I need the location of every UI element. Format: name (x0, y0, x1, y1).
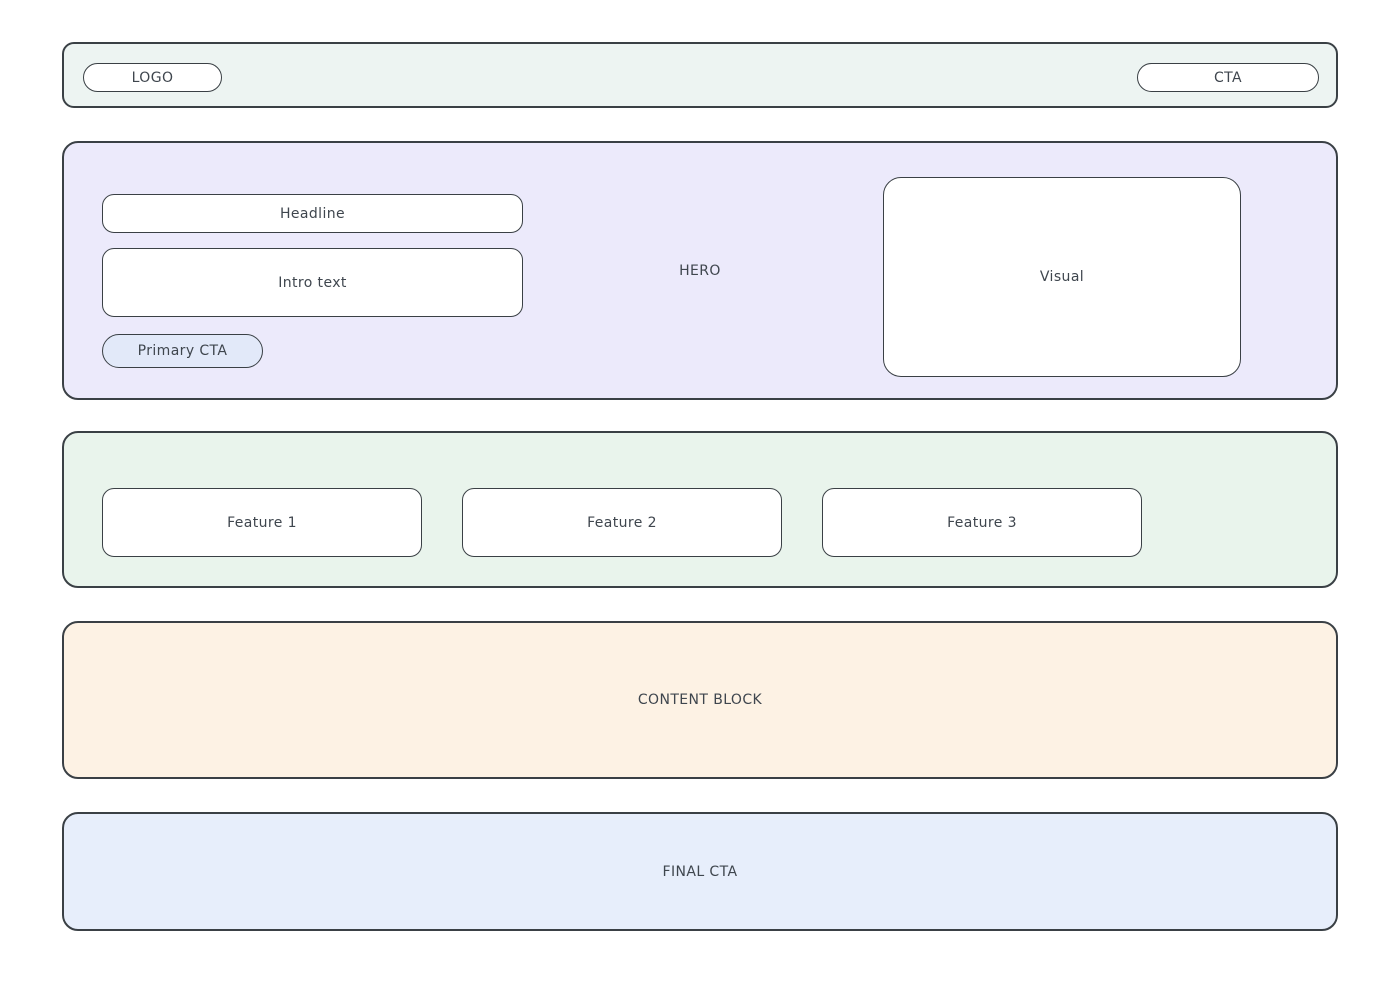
header-cta-label: CTA (1213, 69, 1243, 86)
final-cta-label: FINAL CTA (662, 863, 738, 880)
header-bar: LOGO CTA (62, 42, 1338, 108)
visual-label: Visual (1039, 269, 1085, 285)
hero-section-label: HERO (679, 262, 721, 279)
feature-card-3: Feature 3 (822, 488, 1142, 557)
hero-visual-placeholder: Visual (883, 177, 1241, 377)
feature-2-label: Feature 2 (587, 514, 657, 531)
feature-card-2: Feature 2 (462, 488, 782, 557)
intro-text-placeholder: Intro text (102, 248, 523, 317)
headline-label: Headline (279, 205, 346, 222)
primary-cta-label: Primary CTA (137, 343, 228, 359)
hero-section: HERO Headline Intro text Primary CTA Vis… (62, 141, 1338, 400)
headline-placeholder: Headline (102, 194, 523, 233)
logo-label: LOGO (131, 69, 174, 86)
feature-1-label: Feature 1 (227, 514, 297, 531)
intro-text-label: Intro text (278, 274, 347, 291)
feature-card-1: Feature 1 (102, 488, 422, 557)
logo[interactable]: LOGO (83, 63, 222, 92)
final-cta-section: FINAL CTA (62, 812, 1338, 931)
primary-cta-button[interactable]: Primary CTA (102, 334, 263, 368)
content-block-section: CONTENT BLOCK (62, 621, 1338, 779)
header-cta-button[interactable]: CTA (1137, 63, 1319, 92)
features-section: Feature 1 Feature 2 Feature 3 (62, 431, 1338, 588)
content-block-label: CONTENT BLOCK (637, 692, 763, 708)
feature-3-label: Feature 3 (947, 514, 1017, 531)
